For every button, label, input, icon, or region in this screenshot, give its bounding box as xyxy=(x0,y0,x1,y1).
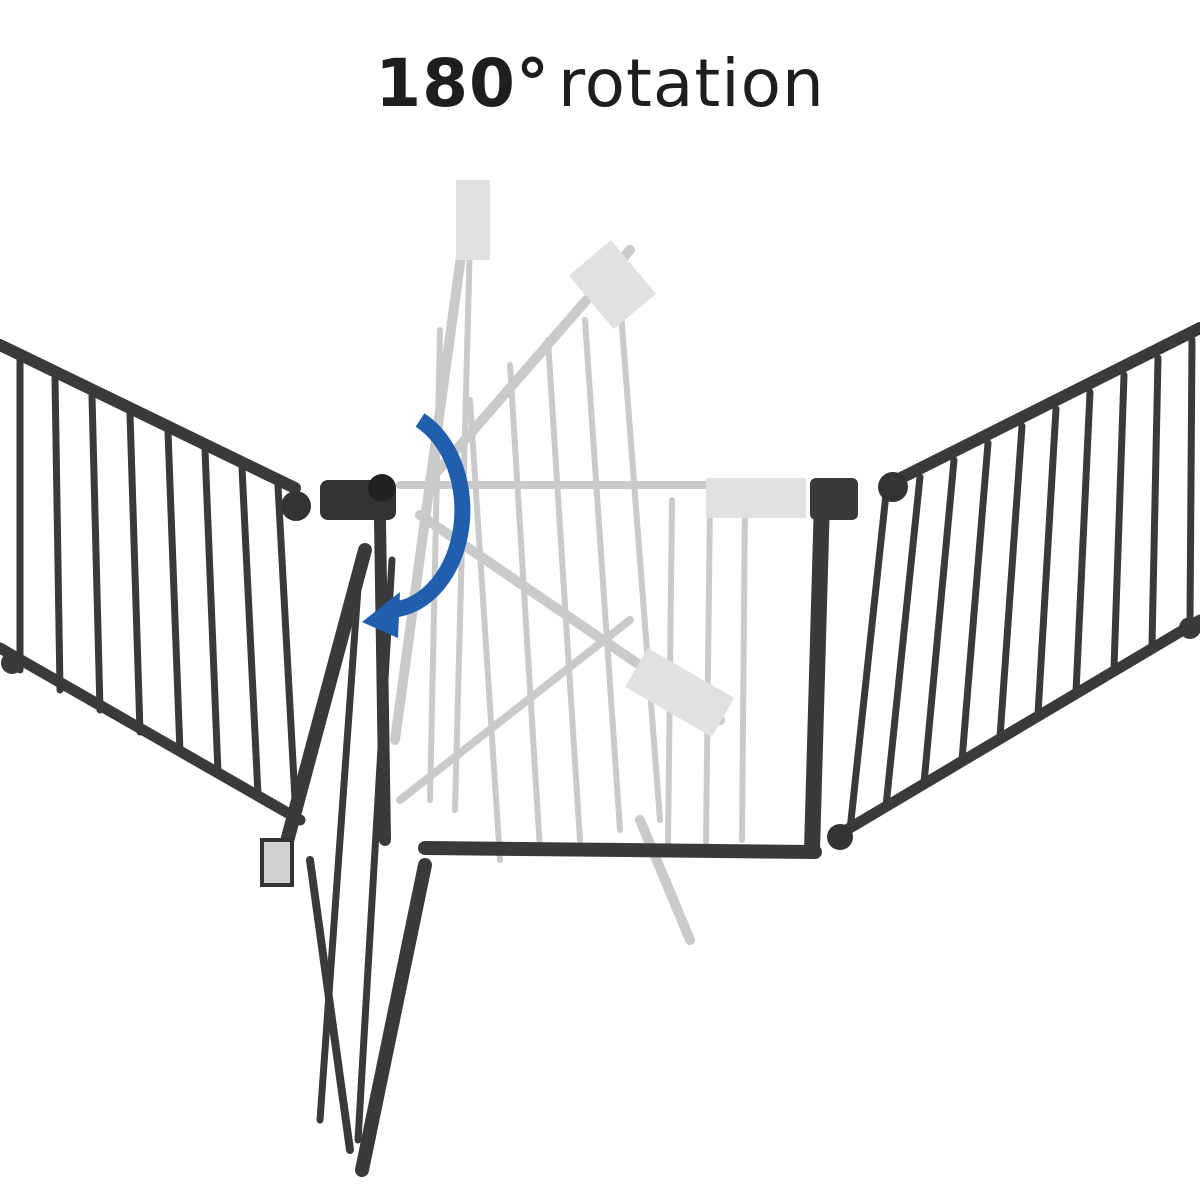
right-base-foot xyxy=(1179,617,1200,639)
right-hinge-knob xyxy=(878,472,908,502)
left-fence-panel xyxy=(0,339,306,826)
left-hinge-knob xyxy=(281,491,311,521)
headline: 180°rotation xyxy=(0,44,1200,124)
right-lower-knob xyxy=(827,824,853,850)
right-fence-panel xyxy=(832,322,1200,841)
top-hinge-cap xyxy=(368,474,396,502)
ghost-gate-positions xyxy=(390,180,806,945)
gate-handle xyxy=(260,838,294,887)
gate-latch-block xyxy=(810,478,858,520)
left-base-foot xyxy=(1,652,23,674)
rotation-arrow-icon xyxy=(362,413,471,638)
headline-number: 180° xyxy=(375,45,550,122)
swinging-gate-door xyxy=(271,543,432,1177)
headline-text: rotation xyxy=(557,45,825,122)
